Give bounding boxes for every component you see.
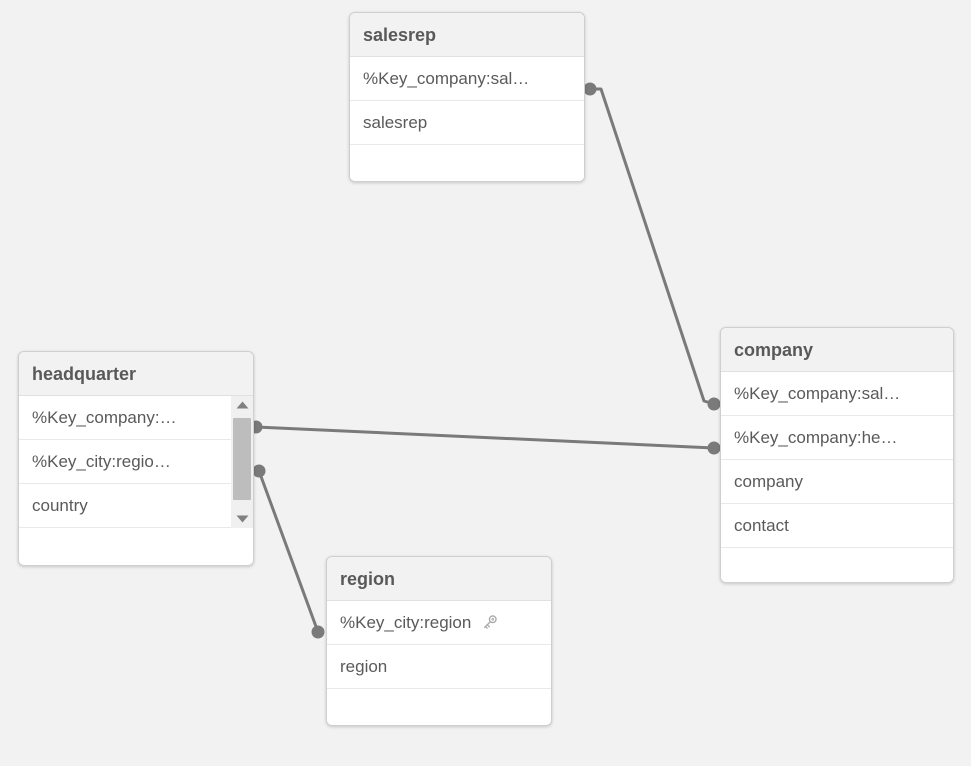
field-label: company bbox=[734, 471, 803, 491]
table-title: region bbox=[327, 557, 551, 601]
scroll-up-arrow[interactable] bbox=[231, 396, 253, 414]
field-label: region bbox=[340, 656, 388, 676]
field-row[interactable]: %Key_city:regio… bbox=[19, 440, 253, 484]
table-card-salesrep[interactable]: salesrep %Key_company:sal… salesrep bbox=[349, 12, 585, 182]
scrollbar-track[interactable] bbox=[231, 414, 253, 510]
scrollbar-thumb[interactable] bbox=[233, 418, 251, 500]
field-list: %Key_city:region region bbox=[327, 601, 551, 725]
field-label: %Key_city:regio… bbox=[32, 451, 171, 471]
link-headquarter-to-company[interactable] bbox=[249, 420, 721, 455]
table-card-company[interactable]: company %Key_company:sal… %Key_company:h… bbox=[720, 327, 954, 583]
link-endpoint-end bbox=[311, 625, 325, 639]
field-label: contact bbox=[734, 515, 789, 535]
table-title: salesrep bbox=[350, 13, 584, 57]
field-label: %Key_company:sal… bbox=[734, 383, 901, 403]
table-title: headquarter bbox=[19, 352, 253, 396]
field-list: %Key_company:sal… salesrep bbox=[350, 57, 584, 181]
link-path bbox=[588, 87, 716, 406]
scroll-down-arrow[interactable] bbox=[231, 510, 253, 528]
field-row[interactable]: %Key_company:sal… bbox=[721, 372, 953, 416]
field-label: %Key_city:region bbox=[340, 612, 472, 632]
field-label: country bbox=[32, 495, 88, 515]
link-path bbox=[257, 469, 320, 634]
field-list-scrollbar[interactable] bbox=[231, 396, 253, 528]
field-row[interactable]: salesrep bbox=[350, 101, 584, 145]
table-title: company bbox=[721, 328, 953, 372]
link-endpoint-start bbox=[252, 464, 266, 478]
field-row[interactable]: %Key_company:sal… bbox=[350, 57, 584, 101]
table-card-region[interactable]: region %Key_city:region bbox=[326, 556, 552, 726]
chevron-down-icon bbox=[236, 515, 248, 523]
chevron-up-icon bbox=[236, 401, 248, 409]
field-row[interactable]: %Key_company:he… bbox=[721, 416, 953, 460]
field-row[interactable]: %Key_company:… bbox=[19, 396, 253, 440]
link-headquarter-to-region[interactable] bbox=[252, 464, 325, 639]
field-label: %Key_company:sal… bbox=[363, 68, 530, 88]
primary-key-icon bbox=[480, 613, 499, 632]
field-row[interactable]: %Key_city:region bbox=[327, 601, 551, 645]
field-label: %Key_company:he… bbox=[734, 427, 898, 447]
field-row[interactable]: region bbox=[327, 645, 551, 689]
field-row[interactable]: company bbox=[721, 460, 953, 504]
link-salesrep-to-company[interactable] bbox=[583, 82, 721, 411]
table-footer-row bbox=[327, 689, 551, 725]
field-row[interactable]: contact bbox=[721, 504, 953, 548]
table-footer-row bbox=[721, 548, 953, 582]
field-list: %Key_company:sal… %Key_company:he… compa… bbox=[721, 372, 953, 582]
link-endpoint-end bbox=[707, 397, 721, 411]
link-endpoint-start bbox=[583, 82, 597, 96]
table-card-headquarter[interactable]: headquarter %Key_company:… %Key_city:reg… bbox=[18, 351, 254, 566]
table-footer-row bbox=[19, 528, 253, 564]
field-row[interactable]: country bbox=[19, 484, 253, 528]
field-list: %Key_company:… %Key_city:regio… country bbox=[19, 396, 253, 564]
field-label: salesrep bbox=[363, 112, 428, 132]
link-endpoint-end bbox=[707, 441, 721, 455]
field-label: %Key_company:… bbox=[32, 407, 177, 427]
table-footer-row bbox=[350, 145, 584, 181]
link-path bbox=[254, 425, 716, 450]
